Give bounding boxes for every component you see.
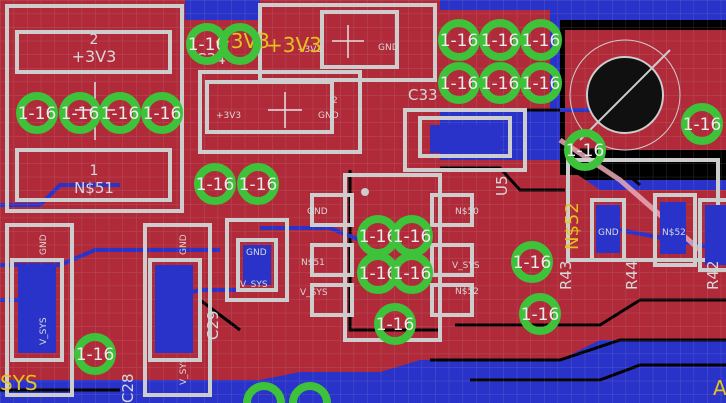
svg-text:1-16: 1-16 (359, 264, 398, 284)
via[interactable]: 1-16 (564, 129, 606, 171)
via-group: 1-16 1-16 1-16 1-16 1-16 1-16 1-16 1-16 … (16, 19, 723, 403)
via[interactable]: 1-16 (391, 252, 433, 294)
svg-text:1-16: 1-16 (683, 115, 722, 135)
pad-label-vsys-mid: V_SYS (240, 280, 268, 290)
svg-text:1-16: 1-16 (521, 305, 560, 325)
part-name-c28: C28 (119, 373, 137, 403)
svg-text:1-16: 1-16 (76, 345, 115, 365)
svg-text:1-16: 1-16 (393, 227, 432, 247)
mounting-hole (569, 39, 681, 151)
via[interactable]: 1-16 (237, 163, 279, 205)
part-name-r43: R43 (557, 260, 575, 290)
via[interactable]: 1-16 (16, 92, 58, 134)
via[interactable]: 1-16 (194, 163, 236, 205)
svg-text:1-16: 1-16 (513, 253, 552, 273)
net-label-3v3-b: +3V3 (266, 33, 322, 57)
svg-text:1-16: 1-16 (481, 31, 520, 51)
svg-text:1-16: 1-16 (566, 141, 605, 161)
via[interactable]: 1-16 (519, 293, 561, 335)
via[interactable]: 1-16 (479, 62, 521, 104)
pad-label-c-1: 1 (90, 163, 99, 179)
svg-text:1-16: 1-16 (143, 104, 182, 124)
pad-label-vsys-c29: V_SYS (179, 357, 189, 385)
via[interactable]: 1-16 (374, 303, 416, 345)
pad-label-ns52-u5: N$52 (455, 287, 479, 297)
pad-label-c-ns51: N$51 (74, 179, 114, 197)
smd-pads-bottom (18, 125, 726, 353)
pad-label-gnd-right: GND (318, 111, 339, 121)
via[interactable]: 1-16 (438, 62, 480, 104)
part-name-r44: R44 (623, 260, 641, 290)
svg-text:1-16: 1-16 (239, 175, 278, 195)
part-name-u5: U5 (493, 175, 511, 196)
via[interactable]: 1-16 (479, 19, 521, 61)
svg-text:1-16: 1-16 (440, 31, 479, 51)
via[interactable]: 1-16 (520, 19, 562, 61)
net-label-sys: SYS (0, 371, 38, 395)
svg-text:1-16: 1-16 (481, 74, 520, 94)
svg-text:1-16: 1-16 (522, 74, 561, 94)
part-name-c33: C33 (408, 86, 438, 104)
pad-label-vsys-u5: V_SYS (300, 288, 328, 298)
via[interactable]: 1-16 (99, 92, 141, 134)
pad-label-ns50-u5: N$50 (455, 207, 479, 217)
via[interactable] (219, 23, 261, 65)
pad-label-gnd-u5: GND (307, 207, 328, 217)
svg-text:1-16: 1-16 (440, 74, 479, 94)
svg-text:1-16: 1-16 (196, 175, 235, 195)
pad-label-2-small: 2 (332, 96, 338, 106)
svg-text:1-16: 1-16 (101, 104, 140, 124)
pad-label-gnd-small: GND (378, 43, 399, 53)
svg-text:1-16: 1-16 (393, 264, 432, 284)
silkscreen-outlines (5, 3, 726, 397)
via[interactable]: 1-16 (681, 103, 723, 145)
svg-text:1-16: 1-16 (61, 104, 100, 124)
pad-label-c-3v3: +3V3 (72, 47, 117, 66)
pad-label-vsys-u5b: V_SYS (452, 261, 480, 271)
pin1-marker (361, 188, 369, 196)
via[interactable] (243, 382, 285, 403)
via[interactable]: 1-16 (520, 62, 562, 104)
pad-label-c-2: 2 (90, 32, 99, 48)
pad-label-3v3-small: +3V3 (297, 45, 322, 55)
part-name-c29: C29 (204, 310, 222, 340)
via[interactable]: 1-16 (141, 92, 183, 134)
via[interactable] (289, 382, 331, 403)
net-label-a: A (713, 376, 726, 400)
pad-label-gnd-c29: GND (179, 234, 189, 255)
pad-label-3v3-left: +3V3 (216, 111, 241, 121)
via[interactable]: 1-16 (74, 333, 116, 375)
part-name-r42: R42 (704, 260, 722, 290)
net-label-ns52: N$52 (562, 202, 583, 250)
pad-label-ns51-u5: N$51 (301, 258, 325, 268)
pad-label-gnd-c28: GND (39, 234, 49, 255)
pad-label-gnd-mid: GND (246, 248, 267, 258)
pad-label-ns52-r: N$52 (662, 228, 686, 238)
via[interactable]: 1-16 (59, 92, 101, 134)
svg-text:1-16: 1-16 (376, 315, 415, 335)
svg-text:1-16: 1-16 (359, 227, 398, 247)
svg-text:1-16: 1-16 (188, 35, 227, 55)
via[interactable]: 1-16 (511, 241, 553, 283)
svg-text:1-16: 1-16 (18, 104, 57, 124)
pad-label-vsys-c28: V_SYS (39, 317, 49, 345)
pad-label-gnd-r: GND (598, 228, 619, 238)
via[interactable]: 1-16 (438, 19, 480, 61)
svg-text:1-16: 1-16 (522, 31, 561, 51)
